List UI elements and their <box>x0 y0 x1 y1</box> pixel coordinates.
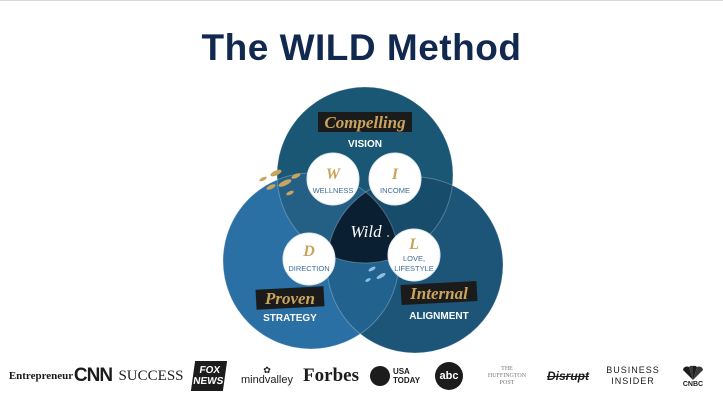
center-wild-dot: . <box>386 222 390 241</box>
usa-today-dot-icon <box>369 366 390 386</box>
cnn-logo: CNN <box>73 365 113 386</box>
caption-vision: VISION <box>348 139 382 150</box>
success-logo: SUCCESS <box>118 367 184 384</box>
node-love-lifestyle: L LOVE, LIFESTYLE <box>387 228 441 282</box>
node-wellness: W WELLNESS <box>306 152 360 206</box>
bi-line-1: BUSINESS <box>606 365 660 375</box>
node-income-letter: I <box>391 166 399 183</box>
label-band-strategy <box>255 286 325 310</box>
usa-today-logo: USA TODAY <box>366 359 424 393</box>
huffpost-line-1: THE <box>501 365 513 372</box>
fox-news-line-1: FOX <box>198 365 221 376</box>
cnbc-logo: CNBC <box>670 359 716 393</box>
label-internal: Internal <box>409 284 468 303</box>
node-direction: D DIRECTION <box>282 232 336 286</box>
node-love-letter: L <box>408 236 419 253</box>
huffington-post-logo: THE HUFFINGTON POST <box>478 359 536 393</box>
overlap-center <box>327 177 399 263</box>
bi-line-2: INSIDER <box>611 376 655 386</box>
disrupt-logo: Disrupt <box>547 369 589 383</box>
usa-today-line-2: TODAY <box>392 376 421 385</box>
business-insider-logo: BUSINESS INSIDER <box>606 359 660 393</box>
blue-brush-accent <box>365 266 386 282</box>
center-wild-logo: Wild <box>350 222 382 241</box>
fox-news-line-2: NEWS <box>192 376 224 387</box>
cnbc-wordmark: CNBC <box>682 380 704 388</box>
mindvalley-wordmark: mindvalley <box>241 374 293 386</box>
node-love-label-2: LIFESTYLE <box>394 264 434 273</box>
mindvalley-mark-icon: ✿ <box>263 365 271 375</box>
label-band-alignment <box>400 281 478 305</box>
fox-news-box: FOX NEWS <box>190 361 228 391</box>
usa-today-line-1: USA <box>392 367 410 376</box>
caption-strategy: STRATEGY <box>263 313 317 324</box>
abc-logo: abc <box>432 359 466 393</box>
label-proven: Proven <box>264 289 315 308</box>
entrepreneur-logo: Entrepreneur <box>8 370 74 382</box>
node-direction-label: DIRECTION <box>288 264 329 273</box>
node-wellness-letter: W <box>326 166 342 183</box>
node-wellness-label: WELLNESS <box>313 186 354 195</box>
caption-alignment: ALIGNMENT <box>409 311 468 322</box>
press-logo-strip: Entrepreneur CNN SUCCESS FOX NEWS ✿ mind… <box>8 359 718 393</box>
mindvalley-logo: ✿ mindvalley <box>238 359 296 393</box>
peacock-icon <box>683 365 703 380</box>
forbes-logo: Forbes <box>303 365 359 386</box>
node-love-label-1: LOVE, <box>403 254 425 263</box>
slide-title: The WILD Method <box>201 27 522 68</box>
label-compelling: Compelling <box>324 113 406 132</box>
node-direction-letter: D <box>302 243 315 260</box>
gold-brush-accent <box>259 169 301 196</box>
abc-wordmark: abc <box>435 362 463 390</box>
huffpost-line-3: POST <box>499 379 515 386</box>
node-income-label: INCOME <box>380 186 410 195</box>
fox-news-logo: FOX NEWS <box>190 359 228 393</box>
node-income: I INCOME <box>368 152 422 206</box>
huffpost-line-2: HUFFINGTON <box>487 372 527 379</box>
label-band-vision <box>318 112 412 132</box>
